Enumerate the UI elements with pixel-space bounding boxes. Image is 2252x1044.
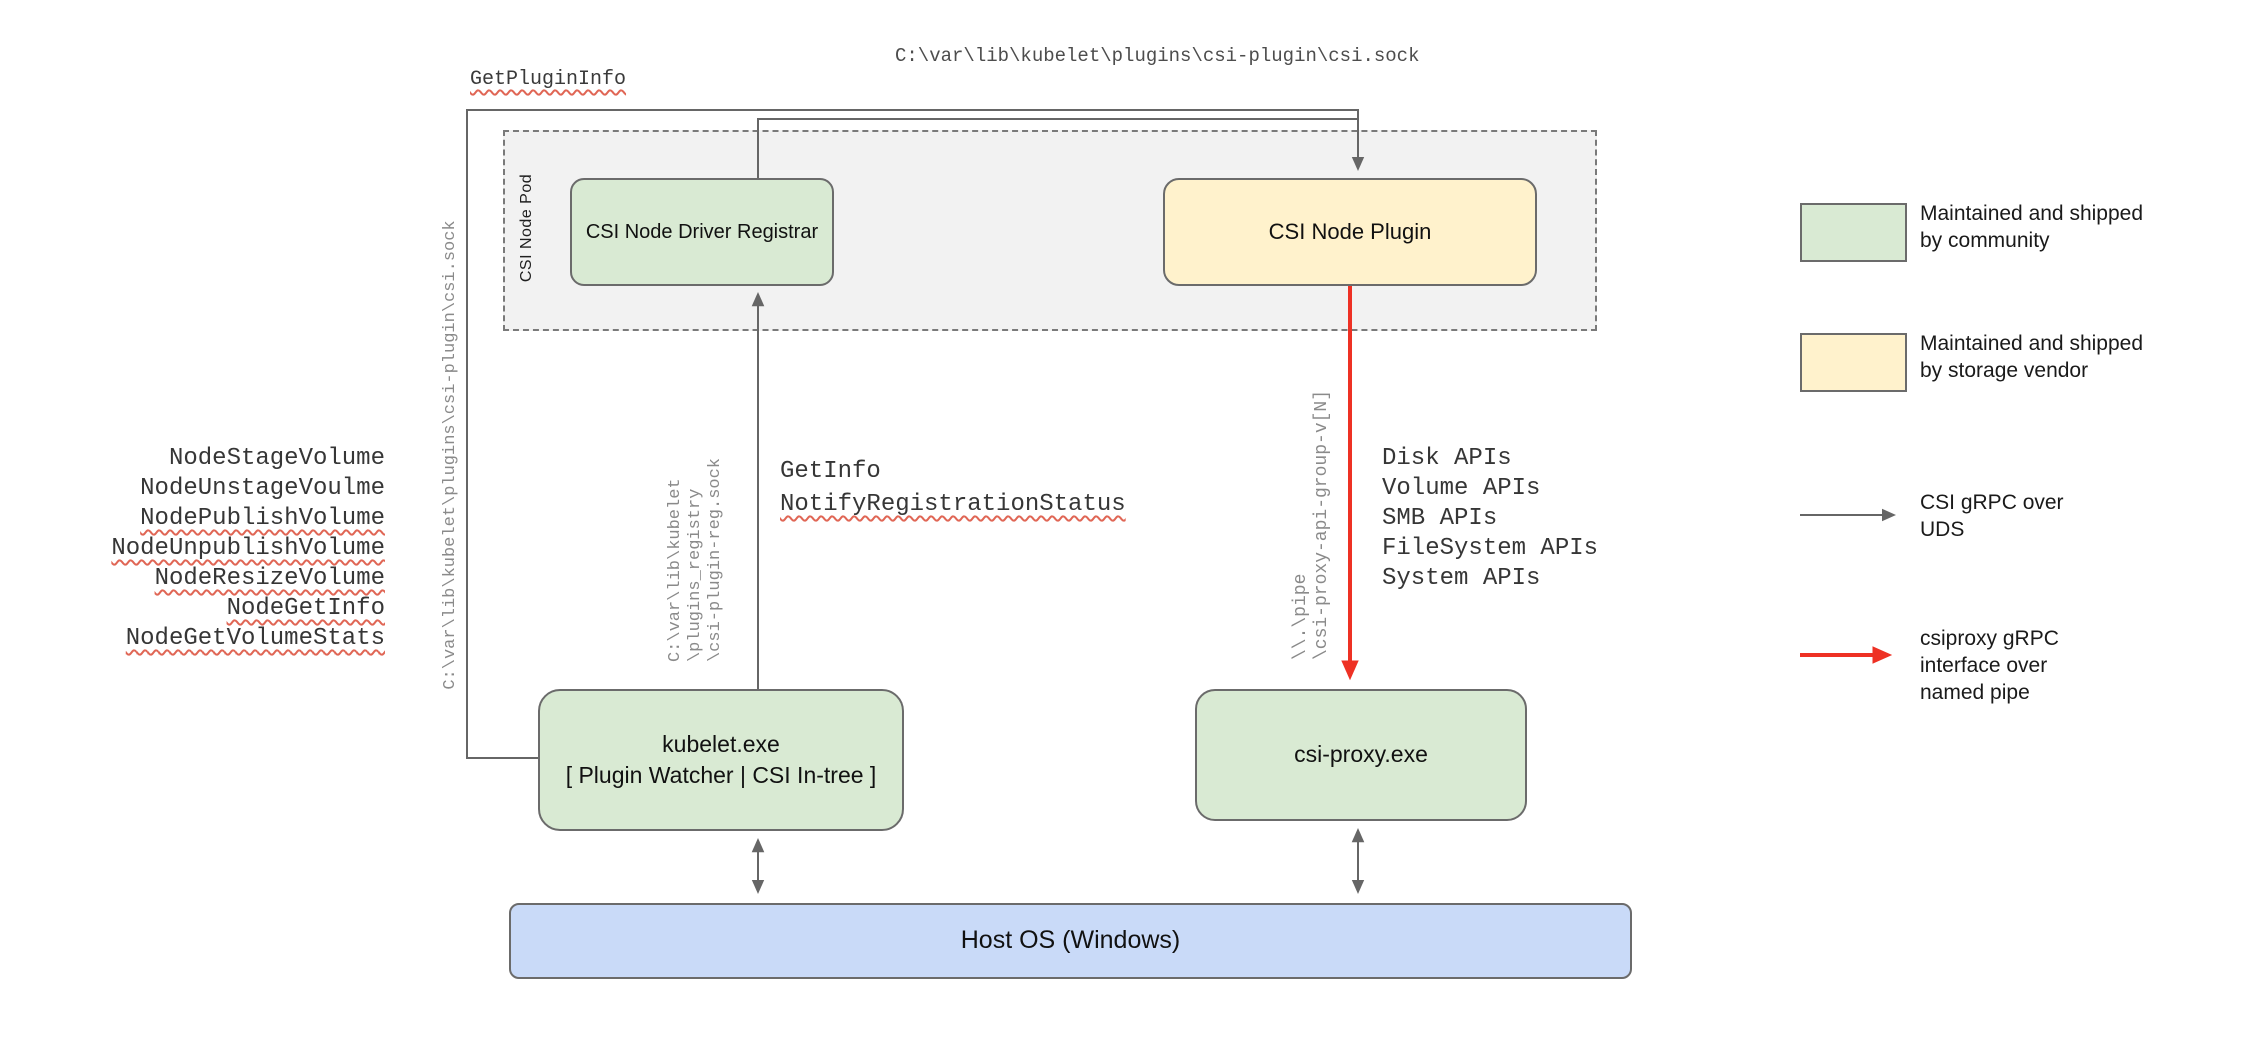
host-os-title: Host OS (Windows) [960, 926, 1181, 955]
get-info-label: GetInfo [780, 458, 881, 485]
proxy-api-item: System APIs [1382, 565, 1541, 592]
proxy-api-item: SMB APIs [1382, 505, 1498, 532]
get-plugin-info-label: GetPluginInfo [470, 68, 627, 91]
node-rpc-item: NodeStageVolume [168, 445, 385, 472]
kubelet-box: kubelet.exe [ Plugin Watcher | CSI In-tr… [538, 689, 904, 831]
csi-proxy-title: csi-proxy.exe [1294, 741, 1428, 768]
proxy-api-item: Volume APIs [1382, 475, 1541, 502]
proxy-api-item: FileSystem APIs [1382, 535, 1599, 562]
kubelet-title: kubelet.exe [ Plugin Watcher | CSI In-tr… [565, 730, 877, 788]
node-rpc-list: NodeStageVolume NodeUnstageVoulme NodePu… [60, 444, 385, 654]
notify-registration-status-label: NotifyRegistrationStatus [780, 491, 1126, 518]
node-rpc-item: NodeUnstageVoulme [140, 475, 385, 502]
csi-sock-path-top-label: C:\var\lib\kubelet\plugins\csi-plugin\cs… [895, 45, 1420, 67]
host-os-box: Host OS (Windows) [509, 903, 1632, 979]
wire-kubelet-to-plugin [466, 109, 1365, 759]
node-rpc-item: NodeGetInfo [226, 595, 385, 622]
named-pipe-path-label: \\.\pipe \csi-proxy-api-group-v[N] [1290, 389, 1332, 661]
wire-registrar-to-plugin [757, 118, 1357, 178]
node-rpc-item: NodePublishVolume [140, 505, 385, 532]
legend-community-swatch [1800, 203, 1907, 262]
csi-node-plugin-box: CSI Node Plugin [1163, 178, 1537, 286]
plugin-reg-sock-path-label: C:\var\lib\kubelet \plugins_registry \cs… [665, 457, 726, 663]
legend-csi-grpc-label: CSI gRPC over UDS [1920, 491, 2064, 541]
legend-csiproxy-grpc-label: csiproxy gRPC interface over named pipe [1920, 627, 2059, 704]
csi-sock-path-left-label: C:\var\lib\kubelet\plugins\csi-plugin\cs… [440, 220, 460, 690]
proxy-api-item: Disk APIs [1382, 445, 1512, 472]
node-rpc-item: NodeUnpublishVolume [111, 535, 385, 562]
node-rpc-item: NodeGetVolumeStats [125, 625, 385, 652]
registration-rpc-labels: GetInfo NotifyRegistrationStatus [780, 455, 1126, 521]
csi-node-plugin-title: CSI Node Plugin [1268, 219, 1432, 245]
node-rpc-item: NodeResizeVolume [154, 565, 385, 592]
csi-proxy-box: csi-proxy.exe [1195, 689, 1527, 821]
legend-community-label: Maintained and shipped by community [1920, 202, 2144, 252]
csi-node-driver-registrar-title: CSI Node Driver Registrar [585, 220, 819, 243]
legend-vendor-label: Maintained and shipped by storage vendor [1920, 332, 2144, 382]
csi-proxy-api-list: Disk APIs Volume APIs SMB APIs FileSyste… [1382, 444, 1598, 594]
legend-vendor-swatch [1800, 333, 1907, 392]
csi-node-pod-label: CSI Node Pod [518, 173, 535, 283]
csi-node-driver-registrar-box: CSI Node Driver Registrar [570, 178, 834, 286]
